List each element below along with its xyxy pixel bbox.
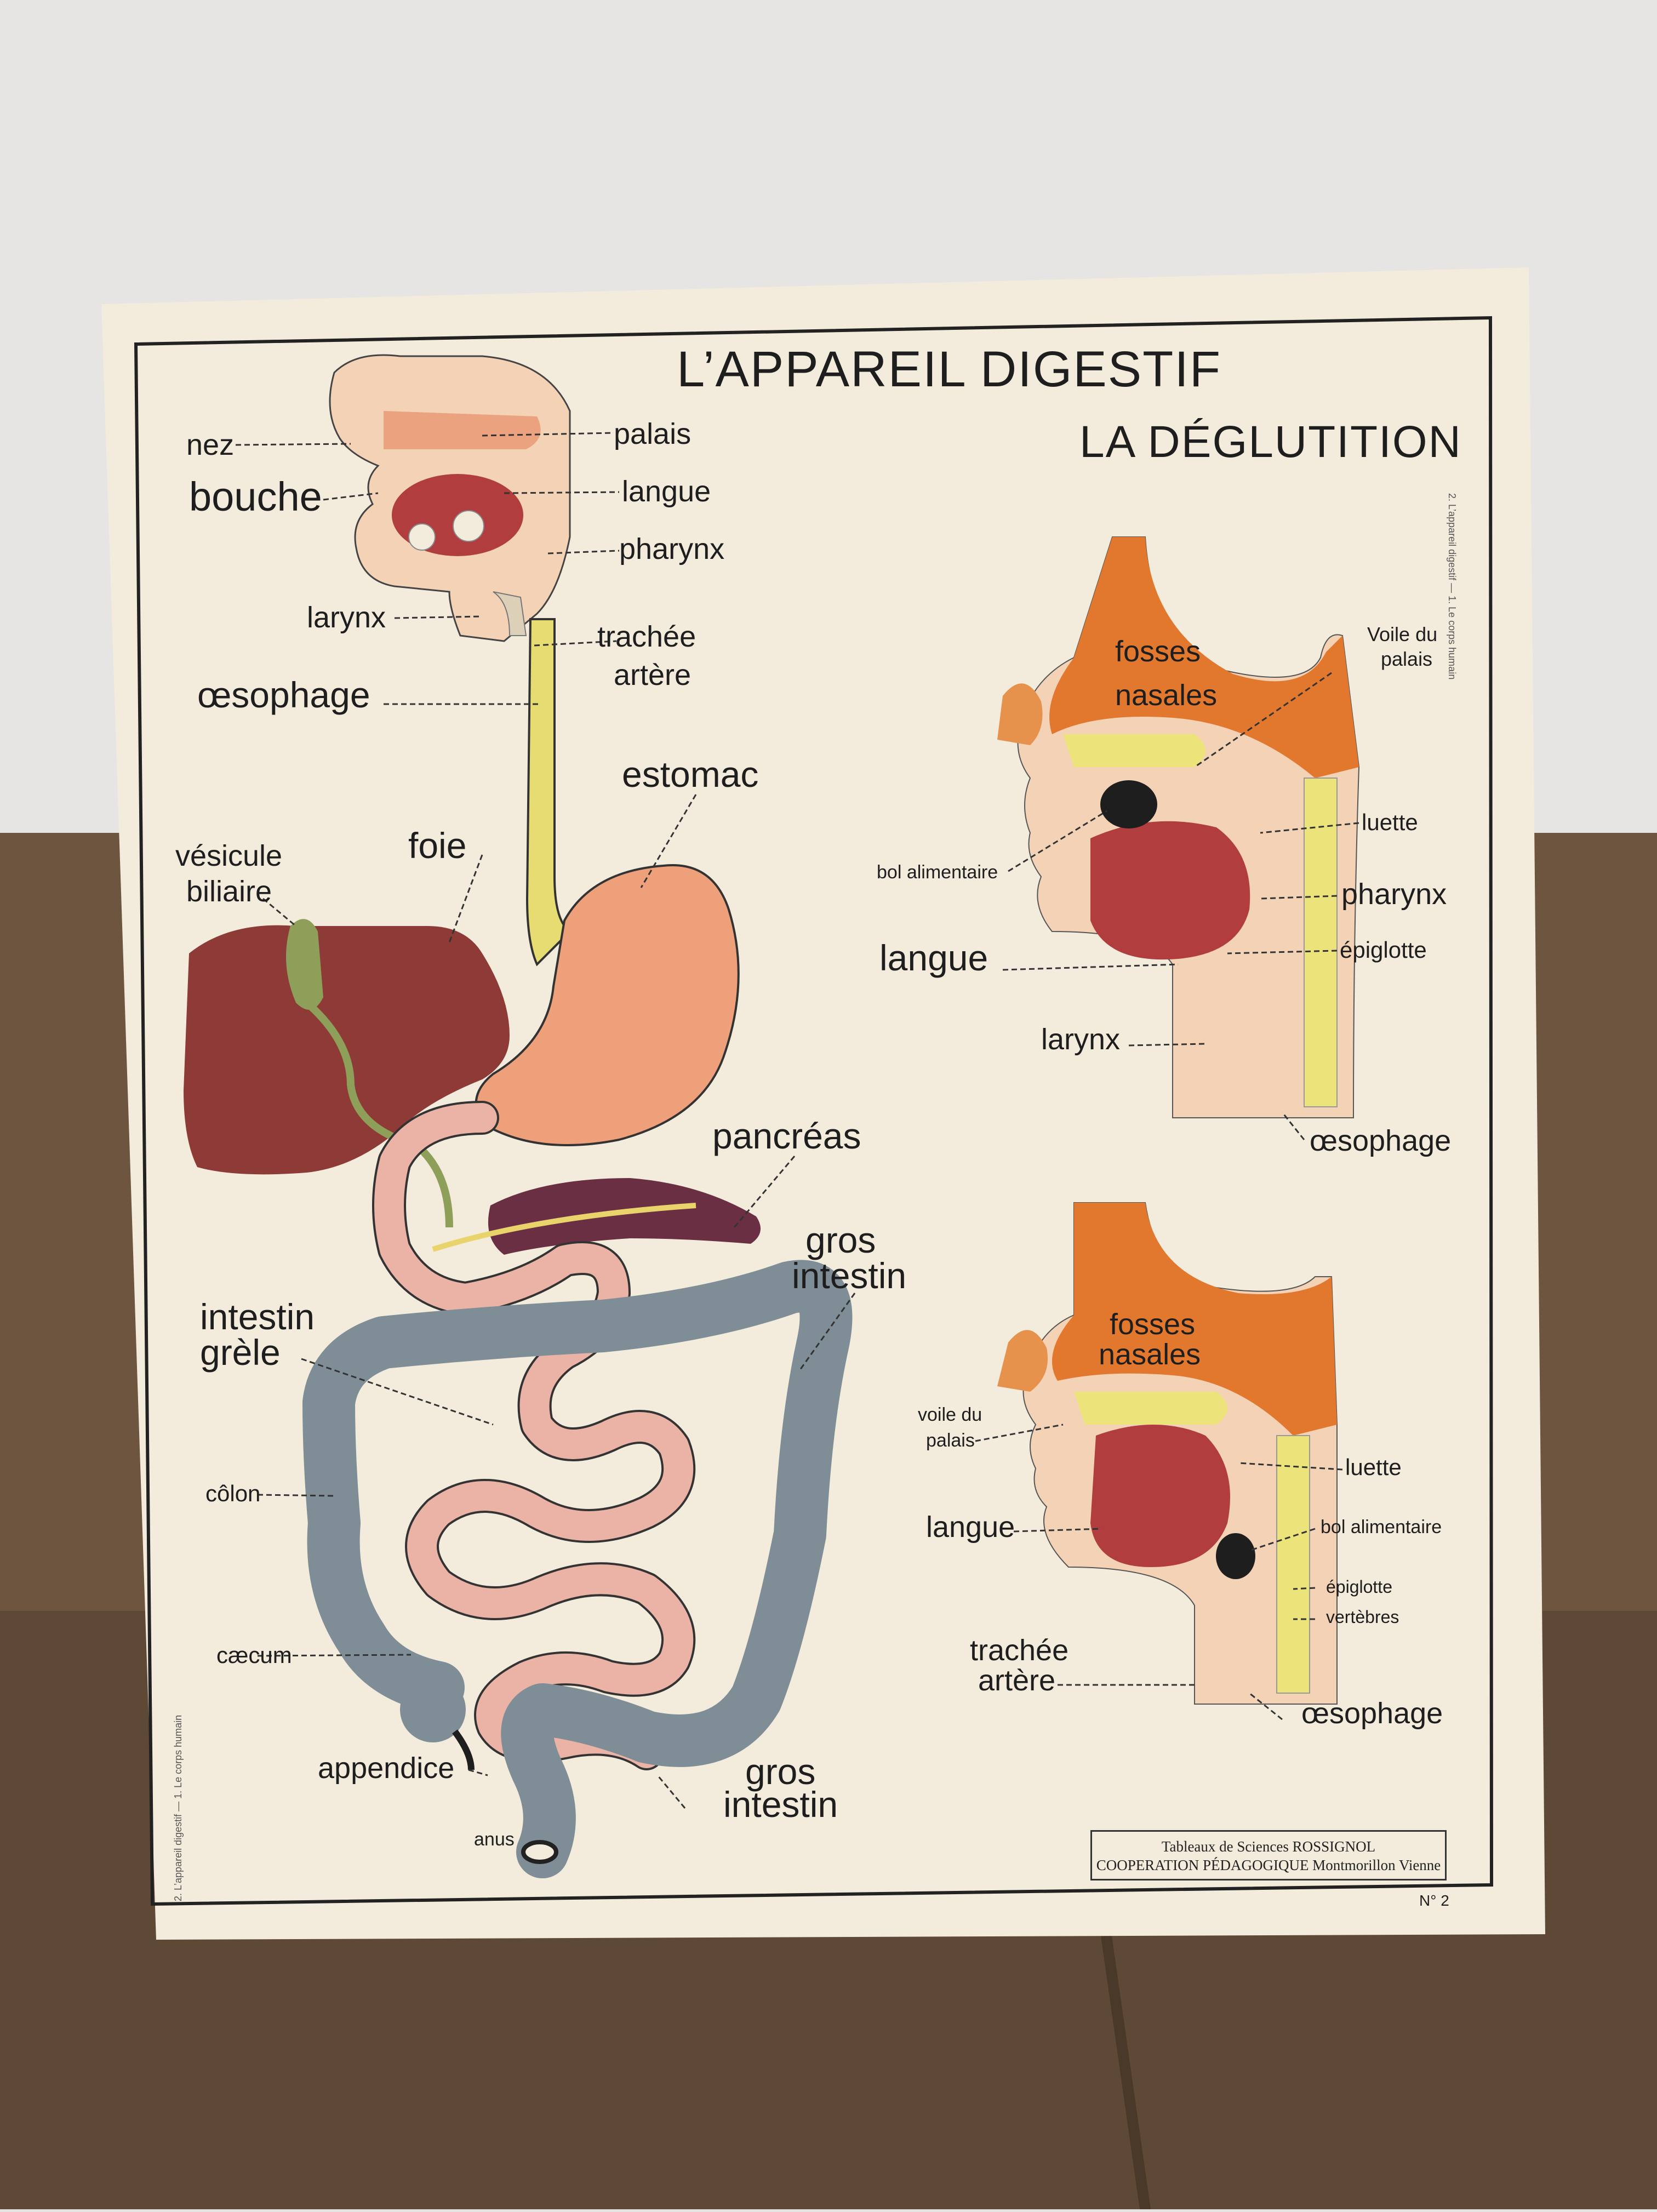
- bottom-label-voile-2: palais: [926, 1430, 975, 1451]
- bottom-label-vertebres: vertèbres: [1326, 1607, 1399, 1627]
- plate-number: N° 2: [1419, 1892, 1449, 1909]
- label-appendice: appendice: [318, 1752, 455, 1785]
- gallbladder: [286, 919, 323, 1010]
- swallow-bottom-palate: [1074, 1392, 1227, 1425]
- swallow-top-vertebrae: [1304, 778, 1338, 1107]
- top-label-epiglotte: épiglotte: [1340, 937, 1427, 963]
- label-palais: palais: [614, 418, 692, 450]
- credit-line-2: COOPERATION PÉDAGOGIQUE Montmorillon Vie…: [1096, 1857, 1441, 1873]
- bottom-label-nasales: nasales: [1099, 1338, 1201, 1371]
- bile-duct: [304, 999, 453, 1228]
- top-label-voile-2: palais: [1381, 648, 1433, 670]
- caecum: [400, 1677, 466, 1742]
- leader-lines-left: [235, 432, 856, 1809]
- larynx-rings: [493, 591, 527, 636]
- bottom-label-voile-1: voile du: [918, 1404, 982, 1425]
- swallow-top-bolus: [1100, 780, 1157, 828]
- swallow-bottom-nose: [997, 1330, 1048, 1392]
- label-larynx: larynx: [307, 601, 386, 634]
- leader-lines-swallow-top: [1002, 672, 1359, 1140]
- top-label-nasales: nasales: [1115, 679, 1218, 712]
- label-anus: anus: [474, 1829, 515, 1850]
- label-oesophage: œsophage: [197, 675, 370, 715]
- top-label-voile-1: Voile du: [1367, 623, 1438, 645]
- tooth: [408, 523, 436, 551]
- bottom-label-artere: artère: [978, 1664, 1056, 1697]
- swallow-top-bone: [1049, 537, 1359, 778]
- swallow-top-tongue: [1090, 821, 1250, 960]
- poster-subtitle: LA DÉGLUTITION: [1079, 417, 1462, 467]
- swallow-top-nose: [997, 683, 1043, 745]
- label-bouche: bouche: [189, 474, 322, 519]
- label-biliaire: biliaire: [186, 875, 272, 908]
- label-langue: langue: [622, 475, 711, 508]
- label-gros-2: gros: [745, 1751, 816, 1792]
- pancreas: [488, 1178, 761, 1255]
- sofa-seam: [1096, 1901, 1151, 2209]
- top-label-fosses: fosses: [1115, 635, 1201, 668]
- bottom-label-luette: luette: [1345, 1454, 1402, 1480]
- side-text-right: 2. L’appareil digestif — 1. Le corps hum…: [1447, 493, 1458, 680]
- tooth: [453, 510, 484, 542]
- label-colon: côlon: [205, 1481, 261, 1506]
- anus-opening: [521, 1840, 558, 1864]
- bottom-label-oesophage: œsophage: [1301, 1697, 1443, 1730]
- top-label-oesophage: œsophage: [1310, 1124, 1452, 1157]
- label-foie: foie: [408, 825, 467, 866]
- top-label-larynx: larynx: [1041, 1023, 1121, 1056]
- appendix: [452, 1729, 475, 1770]
- pancreatic-duct: [432, 1203, 696, 1252]
- top-label-luette: luette: [1362, 809, 1418, 835]
- publisher-credit-box: Tableaux de Sciences ROSSIGNOL COOPERATI…: [1090, 1830, 1447, 1881]
- swallow-top-palate: [1063, 734, 1205, 767]
- top-label-pharynx: pharynx: [1341, 878, 1447, 911]
- label-pharynx: pharynx: [619, 533, 725, 565]
- top-label-bol: bol alimentaire: [877, 862, 998, 883]
- label-artere: artère: [614, 659, 692, 691]
- oesophagus: [525, 618, 572, 967]
- label-nez: nez: [186, 428, 235, 461]
- bottom-label-bol: bol alimentaire: [1321, 1517, 1442, 1537]
- label-gros-1: gros: [805, 1220, 876, 1260]
- leader-lines-swallow-bottom: [975, 1424, 1343, 1721]
- credit-line-1: Tableaux de Sciences ROSSIGNOL: [1161, 1838, 1376, 1855]
- bottom-label-fosses: fosses: [1110, 1308, 1196, 1341]
- label-caecum: cæcum: [216, 1642, 292, 1668]
- poster-title: L’APPAREIL DIGESTIF: [677, 341, 1222, 397]
- nasal-cavity: [384, 411, 541, 449]
- bottom-label-langue: langue: [926, 1511, 1015, 1544]
- swallow-bottom-tongue: [1090, 1425, 1230, 1567]
- stomach: [475, 864, 740, 1146]
- label-intestin-1: intestin: [792, 1255, 907, 1296]
- label-estomac: estomac: [622, 754, 759, 795]
- bottom-label-epiglotte: épiglotte: [1326, 1577, 1392, 1597]
- label-intestin-grele-2: grèle: [200, 1332, 281, 1373]
- label-vesicule: vésicule: [175, 839, 283, 872]
- label-intestin-2: intestin: [723, 1784, 838, 1825]
- swallow-bottom-vertebrae: [1276, 1435, 1310, 1694]
- label-intestin-grele-1: intestin: [200, 1296, 315, 1337]
- side-text-left: 2. L’appareil digestif — 1. Le corps hum…: [173, 1714, 184, 1901]
- swallow-bottom-bolus: [1216, 1533, 1255, 1579]
- large-intestine: [302, 1260, 853, 1878]
- label-trachee: trachée: [597, 620, 696, 653]
- label-pancreas: pancréas: [712, 1116, 861, 1156]
- bottom-label-trachee: trachée: [970, 1634, 1069, 1667]
- top-label-langue: langue: [879, 938, 989, 978]
- poster-frame: [134, 316, 1494, 1906]
- small-intestine: [374, 1103, 694, 1768]
- swallow-bottom-bone: [1052, 1203, 1337, 1436]
